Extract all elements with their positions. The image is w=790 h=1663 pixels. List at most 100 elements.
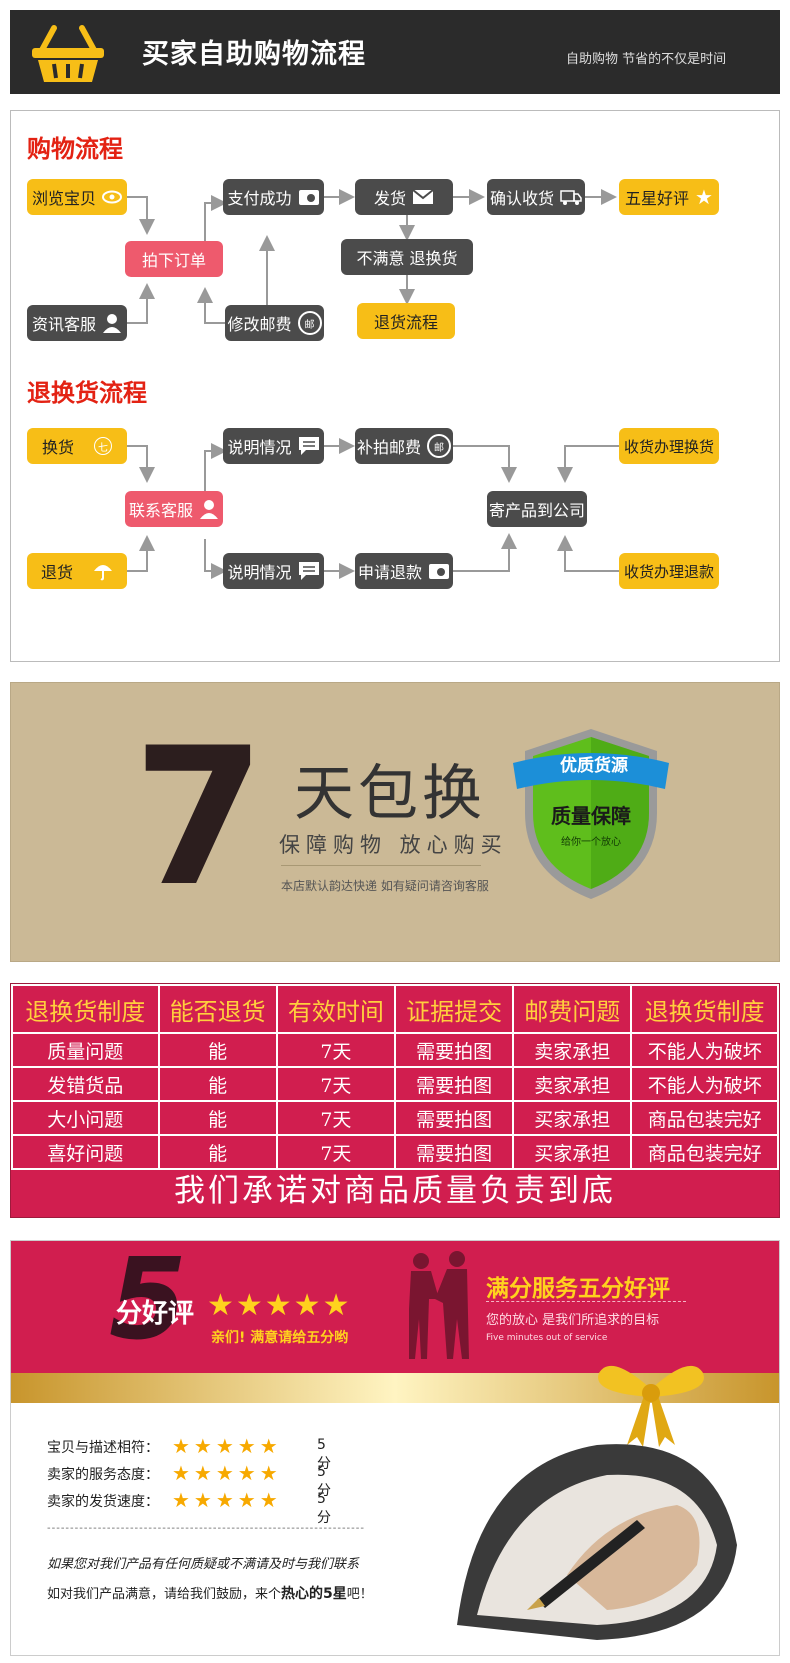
table-header-cell: 邮费问题: [512, 984, 633, 1034]
table-row: 发错货品 能 7天 需要拍图 卖家承担 不能人为破坏: [11, 1066, 779, 1102]
policy-table-panel: 退换货制度 能否退货 有效时间 证据提交 邮费问题 退换货制度 质量问题 能 7…: [10, 983, 780, 1218]
node-label: 修改邮费: [227, 315, 292, 334]
table-header-row: 退换货制度 能否退货 有效时间 证据提交 邮费问题 退换货制度: [11, 984, 779, 1034]
star-icon: ★: [695, 185, 713, 209]
node-label: 寄产品到公司: [488, 501, 585, 520]
basket-icon: [32, 25, 104, 82]
seven-number: 7: [133, 707, 266, 928]
node-label: 联系客服: [128, 501, 193, 520]
shield-main-text: 质量保障: [551, 804, 631, 828]
truck-icon: [560, 190, 582, 205]
envelope-icon: [412, 189, 434, 204]
user-icon: [103, 314, 121, 333]
service-title: 满分服务五分好评: [486, 1276, 670, 1302]
seven-headline: 天包换: [294, 759, 486, 829]
table-cell: 买家承担: [512, 1134, 633, 1170]
node-repay-postage: 补拍邮费 邮: [355, 428, 453, 464]
node-label: 申请退款: [357, 563, 422, 582]
wallet-icon: [429, 564, 449, 579]
table-cell: 能: [157, 1100, 278, 1136]
table-cell: 能: [157, 1032, 278, 1068]
policy-table: 退换货制度 能否退货 有效时间 证据提交 邮费问题 退换货制度 质量问题 能 7…: [11, 984, 779, 1170]
node-label: 说明情况: [227, 563, 292, 582]
table-cell: 不能人为破坏: [630, 1066, 779, 1102]
seven-note: 本店默认韵达快递 如有疑问请咨询客服: [281, 879, 489, 893]
divider: [281, 865, 481, 866]
node-ship: 发货: [355, 179, 453, 215]
rating-score: 5分: [317, 1437, 331, 1472]
node-label: 收货办理退款: [623, 562, 714, 581]
table-cell: 需要拍图: [393, 1134, 515, 1170]
table-row: 大小问题 能 7天 需要拍图 买家承担 商品包装完好: [11, 1100, 779, 1136]
header-bar: 买家自助购物流程 自助购物 节省的不仅是时间: [10, 10, 780, 94]
umbrella-icon: [94, 565, 112, 581]
postage-icon: 邮: [427, 434, 451, 458]
table-header-cell: 证据提交: [393, 984, 515, 1034]
table-header-cell: 退换货制度: [11, 984, 160, 1034]
table-row: 喜好问题 能 7天 需要拍图 买家承担 商品包装完好: [11, 1134, 779, 1170]
node-return-flow: 退货流程: [357, 303, 455, 339]
node-contact: 联系客服: [125, 491, 223, 527]
chat-icon: [298, 562, 319, 580]
table-cell: 7天: [275, 1032, 396, 1068]
note-line-2-pre: 如对我们产品满意，请给我们鼓励，来个: [47, 1587, 282, 1602]
table-header-cell: 能否退货: [157, 984, 278, 1034]
node-label: 退货: [40, 563, 73, 582]
table-cell: 质量问题: [11, 1032, 160, 1068]
table-cell: 需要拍图: [393, 1032, 515, 1068]
seven-subline: 保障购物 放心购买: [279, 833, 508, 857]
five-star-banner: [11, 1241, 779, 1373]
node-paid: 支付成功: [223, 179, 324, 215]
chat-icon: [298, 437, 319, 455]
page-title: 买家自助购物流程: [142, 39, 366, 70]
seven-day-banner: 7 天包换 保障购物 放心购买 本店默认韵达快递 如有疑问请咨询客服 优质货源 …: [10, 682, 780, 962]
dash-divider: ----------------------------------------…: [47, 1523, 365, 1534]
node-refund: 退货: [27, 553, 127, 589]
bow-icon: [598, 1365, 704, 1447]
node-apply-refund: 申请退款: [355, 553, 453, 589]
shield-icon: [513, 729, 669, 899]
service-en: Five minutes out of service: [486, 1333, 608, 1343]
node-consult: 资讯客服: [27, 305, 127, 341]
table-cell: 需要拍图: [393, 1066, 515, 1102]
wallet-icon: [298, 190, 319, 205]
table-cell: 商品包装完好: [630, 1100, 779, 1136]
table-cell: 7天: [275, 1066, 396, 1102]
node-label: 退货流程: [373, 313, 438, 332]
node-browse: 浏览宝贝: [27, 179, 127, 215]
rating-stars: ★★★★★: [172, 1488, 282, 1512]
return-flow-title: 退换货流程: [27, 378, 147, 407]
rating-label: 卖家的服务态度：: [47, 1467, 159, 1483]
table-cell: 需要拍图: [393, 1100, 515, 1136]
node-label: 资讯客服: [31, 315, 96, 334]
five-star-panel: 5 分好评 ★★★★★ 亲们! 满意请给五分哟 满分服务五分好评 您的放心 是我…: [10, 1240, 780, 1656]
quality-pledge: 我们承诺对商品质量负责到底: [174, 1173, 616, 1209]
divider: [486, 1301, 686, 1302]
five-big-number: 5: [109, 1240, 187, 1365]
table-cell: 7天: [275, 1134, 396, 1170]
table-cell: 能: [157, 1134, 278, 1170]
shopping-flow-title: 购物流程: [27, 134, 123, 163]
note-line-2-post: 吧！: [346, 1587, 373, 1602]
node-label: 五星好评: [625, 189, 690, 208]
node-label: 收货办理换货: [623, 437, 714, 456]
node-label: 说明情况: [227, 438, 292, 457]
table-cell: 卖家承担: [512, 1066, 633, 1102]
node-unsatisfied: 不满意 退换货: [341, 239, 473, 275]
table-cell: 发错货品: [11, 1066, 160, 1102]
table-cell: 喜好问题: [11, 1134, 160, 1170]
node-receive-refund: 收货办理退款: [619, 553, 719, 589]
node-explain-top: 说明情况: [223, 428, 324, 464]
node-confirm: 确认收货: [487, 179, 585, 215]
five-big-label: 分好评: [116, 1299, 195, 1329]
rating-score: 5分: [317, 1464, 331, 1499]
flow-connectors: [127, 189, 619, 579]
node-label: 支付成功: [227, 189, 292, 208]
table-cell: 买家承担: [512, 1100, 633, 1136]
table-row: 质量问题 能 7天 需要拍图 卖家承担 不能人为破坏: [11, 1032, 779, 1068]
node-send-back: 寄产品到公司: [487, 491, 587, 527]
eye-icon: [102, 190, 122, 204]
node-receive-exchange: 收货办理换货: [619, 428, 719, 464]
table-cell: 7天: [275, 1100, 396, 1136]
rating-label: 宝贝与描述相符：: [47, 1440, 159, 1456]
